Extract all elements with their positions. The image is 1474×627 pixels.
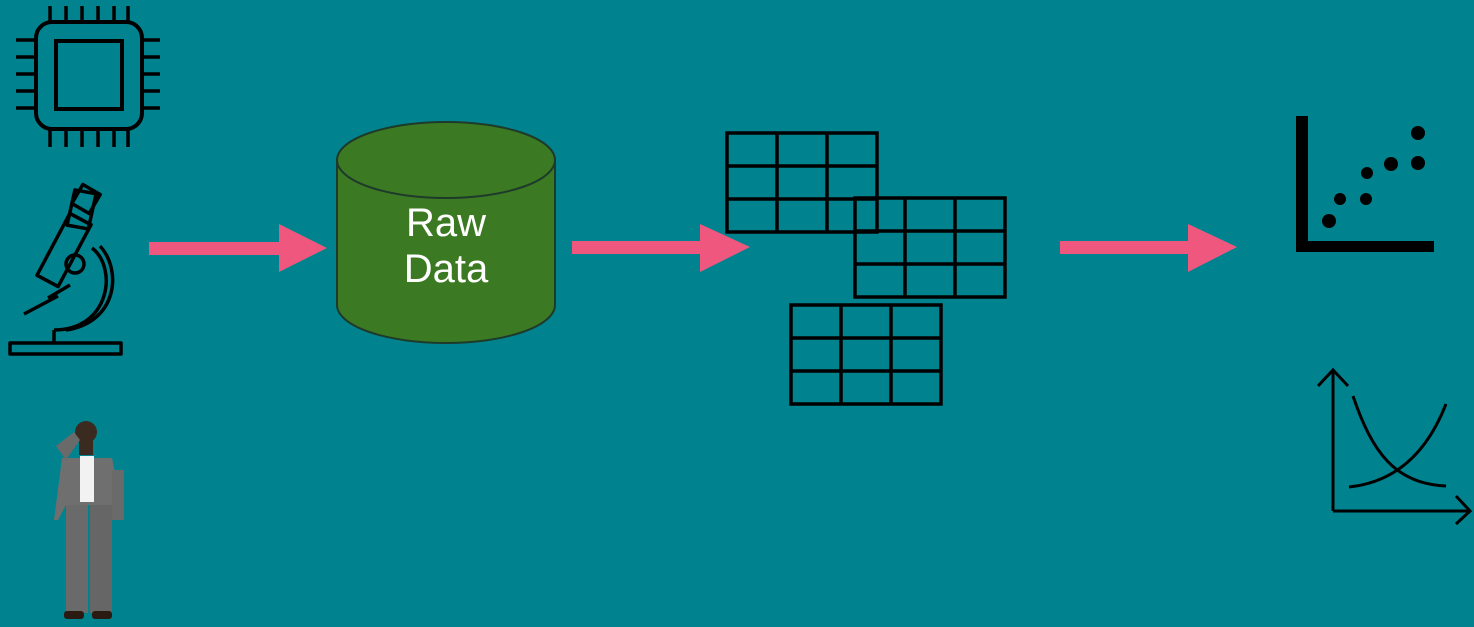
data-table-icon [853, 196, 1007, 299]
data-table-icon [725, 131, 879, 234]
raw-data-database [336, 121, 556, 344]
data-table-icon [789, 303, 943, 406]
cpu-chip-icon [16, 6, 160, 147]
arrow-1 [149, 224, 327, 272]
curve-chart-icon [1316, 367, 1473, 526]
person-photo [54, 421, 124, 619]
microscope-icon [8, 182, 123, 356]
arrow-3 [1060, 224, 1237, 272]
arrow-2 [572, 224, 750, 272]
scatter-plot-icon [1296, 116, 1434, 252]
